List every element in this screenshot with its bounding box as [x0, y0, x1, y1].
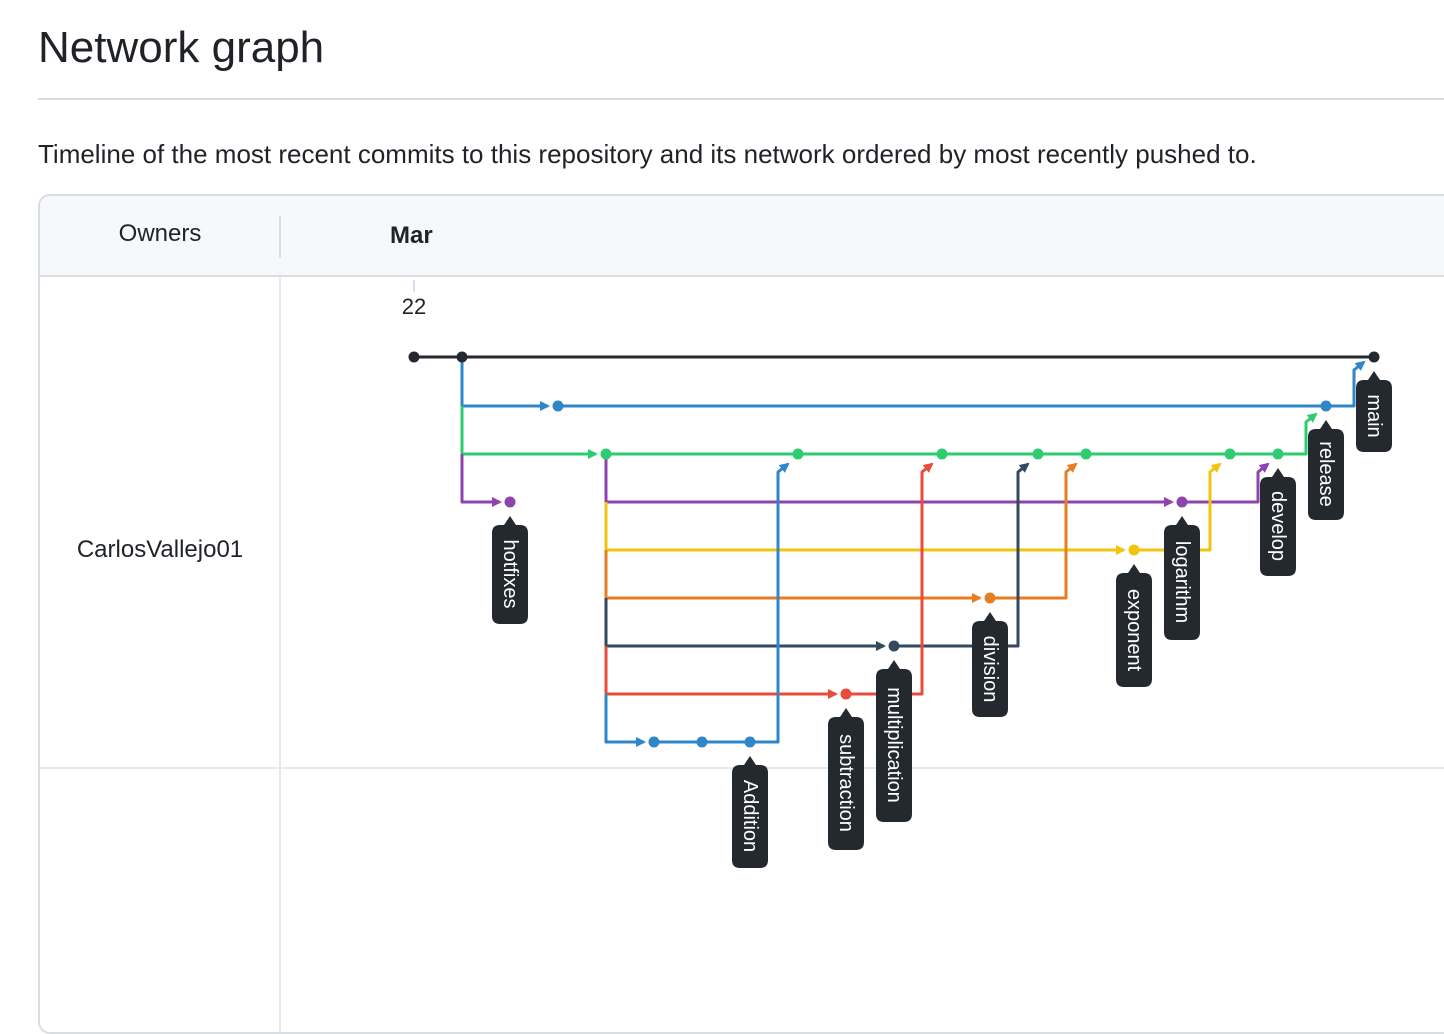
branch-label-multiplication-text: multiplication	[883, 687, 905, 803]
branch-line-develop	[460, 406, 598, 459]
branch-line-multiplication	[604, 598, 886, 651]
commit-dot[interactable]	[552, 400, 564, 412]
merge-develop-into-release	[1278, 412, 1318, 456]
commit-dot[interactable]	[840, 688, 852, 700]
branch-label-hotfixes[interactable]: hotfixes	[492, 516, 528, 624]
commit-dot[interactable]	[648, 736, 660, 748]
commit-dot[interactable]	[744, 736, 756, 748]
branch-label-develop-text: develop	[1267, 491, 1289, 561]
day-tick-label: 22	[402, 294, 426, 319]
merge-subtraction-into-develop	[846, 462, 934, 696]
commit-dot[interactable]	[936, 448, 948, 460]
branch-label-main-text: main	[1363, 394, 1385, 437]
commit-dot[interactable]	[792, 448, 804, 460]
merge-addition-into-develop	[750, 462, 790, 744]
branch-label-division[interactable]: division	[972, 612, 1008, 717]
commit-dot[interactable]	[1320, 400, 1332, 412]
branch-line-subtraction	[604, 646, 838, 699]
commit-dot[interactable]	[1224, 448, 1236, 460]
merge-division-into-develop	[990, 462, 1078, 600]
branch-line-addition	[604, 694, 646, 747]
commit-dot[interactable]	[984, 592, 996, 604]
commit-dot[interactable]	[504, 496, 516, 508]
commit-dot[interactable]	[1128, 544, 1140, 556]
branch-label-exponent-text: exponent	[1123, 589, 1145, 672]
owners-column-divider	[279, 277, 281, 1032]
title-divider	[38, 98, 1444, 100]
owner-name[interactable]: CarlosVallejo01	[76, 536, 244, 563]
branch-label-develop[interactable]: develop	[1260, 468, 1296, 576]
network-graph-canvas[interactable]: 22	[40, 196, 1444, 1034]
page-description: Timeline of the most recent commits to t…	[38, 139, 1257, 169]
branch-label-release[interactable]: release	[1308, 420, 1344, 520]
month-label: Mar	[390, 222, 433, 249]
merge-release-into-main	[1326, 360, 1366, 408]
page-title: Network graph	[38, 23, 325, 72]
commit-dot[interactable]	[408, 351, 420, 363]
branch-label-addition[interactable]: Addition	[732, 756, 768, 868]
branch-label-subtraction-text: subtraction	[835, 734, 857, 832]
branch-label-exponent[interactable]: exponent	[1116, 564, 1152, 687]
merge-multiplication-into-develop	[894, 462, 1030, 648]
branch-line-hotfixes	[460, 454, 502, 507]
commit-dot[interactable]	[600, 448, 612, 460]
commit-dot[interactable]	[1176, 496, 1188, 508]
network-graph-panel: Owners Mar CarlosVallejo01	[38, 194, 1444, 1034]
branch-label-release-text: release	[1315, 441, 1337, 507]
header-divider	[279, 216, 281, 258]
branch-label-multiplication[interactable]: multiplication	[876, 660, 912, 822]
branch-label-logarithm-text: logarithm	[1171, 541, 1193, 623]
branch-label-logarithm[interactable]: logarithm	[1164, 516, 1200, 640]
branch-label-division-text: division	[979, 636, 1001, 703]
commit-dot[interactable]	[1272, 448, 1284, 460]
branch-label-subtraction[interactable]: subtraction	[828, 708, 864, 850]
commit-dot[interactable]	[456, 351, 468, 363]
commit-dot[interactable]	[888, 640, 900, 652]
branch-label-hotfixes-text: hotfixes	[499, 540, 521, 609]
owners-column-header: Owners	[118, 220, 202, 247]
merge-logarithm-into-develop	[1182, 462, 1270, 504]
branch-line-release	[460, 357, 550, 411]
commit-dot[interactable]	[696, 736, 708, 748]
commit-dot[interactable]	[1368, 351, 1380, 363]
graph-header: Owners Mar	[40, 196, 1444, 277]
commit-dot[interactable]	[1032, 448, 1044, 460]
branch-line-division	[604, 550, 982, 603]
branch-label-main[interactable]: main	[1356, 371, 1392, 452]
branch-label-addition-text: Addition	[739, 780, 761, 852]
branch-line-exponent	[604, 502, 1126, 555]
commit-dot[interactable]	[1080, 448, 1092, 460]
branch-line-logarithm	[604, 454, 1174, 507]
